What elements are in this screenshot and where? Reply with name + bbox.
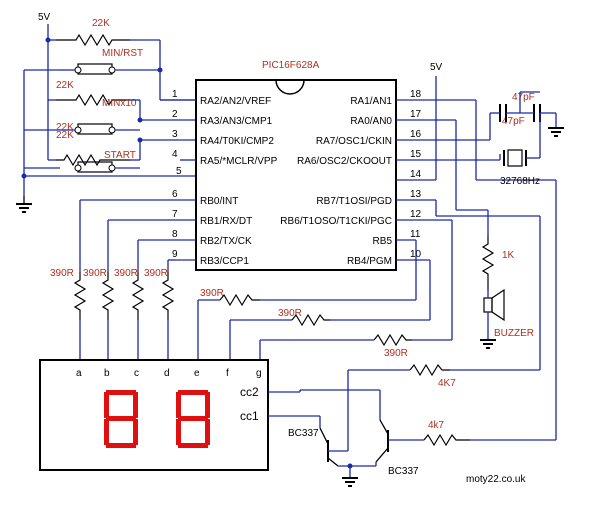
segment-resistors: 390R 390R 390R 390R [50, 199, 176, 360]
pin-name: RA5/*MCLR/VPP [200, 156, 278, 167]
button-label: MINx10 [102, 98, 137, 109]
pin-number: 11 [410, 229, 421, 240]
pin-number: 4 [172, 149, 178, 160]
pin-name: RB1/RX/DT [200, 216, 252, 227]
base-resistor-value: 4K7 [438, 378, 456, 389]
buzzer-resistor: 1K [502, 250, 515, 261]
seven-segment-display: a b c d e f g cc2 cc1 [39, 359, 269, 471]
segment-label: f [226, 368, 229, 379]
segment-resistor-value: 390R [114, 268, 138, 279]
segment-label: e [194, 368, 200, 379]
credit: moty22.co.uk [466, 474, 526, 485]
button-label: MIN/RST [102, 48, 143, 59]
pin-number: 9 [172, 249, 178, 260]
pin-name: RA1/AN1 [350, 96, 392, 107]
pin-name: RB6/T1OSO/T1CKI/PGC [280, 216, 392, 227]
pin-number: 16 [410, 129, 422, 140]
right-pin-wiring [396, 99, 557, 410]
segment-label: d [164, 368, 170, 379]
crystal-value: 32768Hz [500, 176, 540, 187]
pin-number: 8 [172, 229, 178, 240]
chip-name: PIC16F628A [262, 60, 320, 71]
pin-name: RA6/OSC2/CKOOUT [297, 156, 392, 167]
digit-2 [176, 390, 210, 448]
segment-label: c [134, 368, 139, 379]
pin-number: 7 [172, 209, 178, 220]
resistor-e-value: 390R [200, 288, 224, 299]
supply-rail-right: 5V [396, 62, 443, 181]
resistor-value: 22K [92, 18, 110, 29]
pin-number: 17 [410, 109, 422, 120]
pin-number: 18 [410, 89, 422, 100]
pin-name: RB0/INT [200, 196, 238, 207]
supply-rail-left: 5V [38, 12, 56, 161]
resistor-value: 22K [56, 80, 74, 91]
right-pins: RA1/AN1 RA0/AN0 RA7/OSC1/CKIN RA6/OSC2/C… [280, 89, 421, 267]
pin-name: RA7/OSC1/CKIN [316, 136, 392, 147]
pin-number: 3 [172, 129, 178, 140]
capacitor-value: 47pF [502, 116, 525, 127]
pin-number: 1 [172, 89, 178, 100]
button-label: START [104, 150, 136, 161]
pic-chip: PIC16F628A [195, 60, 397, 271]
efg-resistors: 390R 390R 390R [197, 220, 453, 360]
pin-name: RB4/PGM [347, 256, 392, 267]
pin-number: 12 [410, 209, 422, 220]
ground-rail-left [16, 69, 196, 213]
pin-number: 6 [172, 189, 178, 200]
supply-label-left: 5V [38, 12, 51, 23]
segment-label: g [256, 368, 262, 379]
transistor-label: BC337 [388, 466, 419, 477]
pin-name: RB7/T1OSI/PGD [316, 196, 392, 207]
button-start: 22K START [56, 130, 196, 173]
pin-name: RB2/TX/CK [200, 236, 252, 247]
segment-label: b [104, 368, 110, 379]
pin-name: RA4/T0KI/CMP2 [200, 136, 274, 147]
common-label: cc1 [240, 409, 259, 423]
segment-resistor-value: 390R [83, 268, 107, 279]
pin-name: RA2/AN2/VREF [200, 96, 271, 107]
supply-label-right: 5V [430, 62, 443, 73]
oscillator: 47pF 47pF 32768Hz [489, 91, 564, 187]
transistor-stage: 4K7 BC337 4k7 BC337 [268, 363, 557, 487]
left-pins: 1 2 3 4 5 6 7 8 9 RA2/AN2/VREF RA3/AN3/C… [160, 89, 278, 267]
common-label: cc2 [240, 385, 259, 399]
pin-name: RA3/AN3/CMP1 [200, 116, 273, 127]
resistor-value-3: 22K [56, 122, 74, 133]
pin-name: RA0/AN0 [350, 116, 392, 127]
resistor-value: 22K [56, 130, 74, 141]
segment-resistor-value: 390R [50, 268, 74, 279]
pin-number: 14 [410, 169, 422, 180]
digit-1 [104, 390, 138, 448]
segment-resistor-value: 390R [144, 268, 168, 279]
capacitor-value: 47pF [512, 92, 535, 103]
pin-number: 15 [410, 149, 422, 160]
button-minx10: 22K MINx10 [56, 80, 196, 135]
pin-number: 5 [176, 166, 182, 177]
pin-name: RB5 [373, 236, 393, 247]
pin-number: 13 [410, 189, 422, 200]
pin-name: RB3/CCP1 [200, 256, 249, 267]
resistor-f-value: 390R [278, 308, 302, 319]
buzzer: 1K BUZZER [480, 236, 534, 349]
button-min-rst: 22K MIN/RST [56, 18, 196, 101]
resistor-g-value: 390R [384, 348, 408, 359]
segment-label: a [76, 368, 82, 379]
transistor-label: BC337 [288, 428, 319, 439]
base-resistor-value: 4k7 [428, 420, 445, 431]
buzzer-label: BUZZER [494, 328, 534, 339]
pin-number: 2 [172, 109, 178, 120]
